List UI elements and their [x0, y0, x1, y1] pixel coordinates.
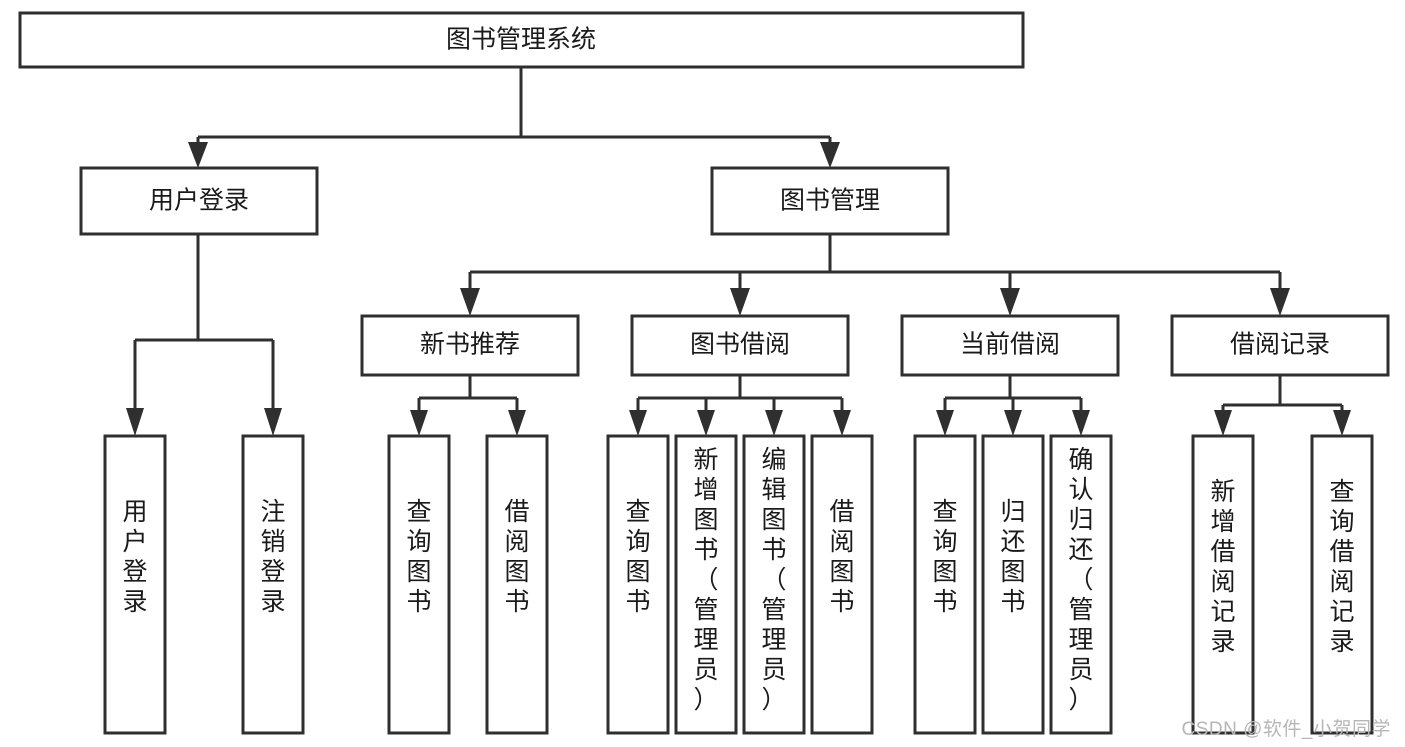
node-book-borrow-box[interactable] — [630, 314, 850, 377]
arrow-head-leaf-logout-login — [264, 408, 282, 436]
node-root-system[interactable]: 图书管理系统 — [18, 11, 1025, 69]
node-leaf-query-book-current-label: 查询图书 — [932, 498, 957, 616]
node-leaf-borrow-book-label: 借阅图书 — [829, 498, 854, 616]
node-leaf-query-book-recommend-box[interactable] — [387, 434, 451, 735]
arrow-head-leaf-user-login — [126, 408, 144, 436]
node-leaf-add-borrow-record-label: 新增借阅记录 — [1210, 478, 1235, 656]
node-leaf-borrow-book-box[interactable] — [810, 434, 874, 735]
node-new-book-recommend[interactable]: 新书推荐 — [360, 314, 580, 377]
node-leaf-add-book-admin-box[interactable] — [674, 434, 738, 735]
node-leaf-borrow-book-recommend-box[interactable] — [485, 434, 549, 735]
node-user-login-label: 用户登录 — [149, 187, 249, 215]
csdn-watermark: CSDN @软件_小贺同学 — [1181, 719, 1391, 740]
node-book-borrow-label: 图书借阅 — [690, 331, 790, 359]
node-leaf-logout-login[interactable]: 注销登录 — [241, 434, 305, 735]
node-root-box[interactable] — [18, 11, 1025, 69]
node-current-borrow-label: 当前借阅 — [960, 331, 1060, 359]
node-leaf-edit-book-admin-box[interactable] — [742, 434, 806, 735]
node-leaf-borrow-book-recommend[interactable]: 借阅图书 — [485, 434, 549, 735]
node-leaf-query-book-borrow-box[interactable] — [606, 434, 670, 735]
arrow-head-leaf-query-book-borrow — [629, 410, 647, 436]
node-leaf-user-login-box[interactable] — [103, 434, 167, 735]
node-leaf-logout-login-box[interactable] — [241, 434, 305, 735]
node-leaf-query-book-recommend-label: 查询图书 — [406, 498, 431, 616]
node-new-book-recommend-box[interactable] — [360, 314, 580, 377]
node-leaf-user-login[interactable]: 用户登录 — [103, 434, 167, 735]
arrow-head-book-borrow — [730, 288, 750, 316]
node-leaf-return-book[interactable]: 归还图书 — [981, 434, 1045, 735]
node-leaf-query-book-current[interactable]: 查询图书 — [913, 434, 977, 735]
node-leaf-add-book-admin[interactable]: 新增图书（管理员） — [674, 434, 738, 735]
connector-layer — [126, 67, 1351, 436]
arrow-head-leaf-query-book-current — [936, 410, 954, 436]
node-leaf-confirm-return-admin[interactable]: 确认归还（管理员） — [1049, 434, 1113, 735]
node-leaf-confirm-return-admin-label: 确认归还（管理员） — [1068, 446, 1093, 714]
node-current-borrow-box[interactable] — [900, 314, 1120, 377]
node-root-label: 图书管理系统 — [446, 26, 596, 54]
node-leaf-query-borrow-record-label: 查询借阅记录 — [1329, 478, 1354, 656]
node-leaf-query-book-borrow-label: 查询图书 — [625, 498, 650, 616]
node-leaf-borrow-book[interactable]: 借阅图书 — [810, 434, 874, 735]
arrow-head-user-login — [188, 142, 208, 168]
node-book-management-box[interactable] — [710, 166, 950, 236]
arrow-head-leaf-query-book-recommend — [410, 410, 428, 436]
node-user-login-box[interactable] — [79, 166, 319, 236]
node-new-book-recommend-label: 新书推荐 — [420, 331, 520, 359]
node-leaf-edit-book-admin-label: 编辑图书（管理员） — [761, 446, 786, 714]
node-leaf-edit-book-admin[interactable]: 编辑图书（管理员） — [742, 434, 806, 735]
node-book-management-label: 图书管理 — [780, 187, 880, 215]
arrow-head-leaf-borrow-book — [833, 410, 851, 436]
arrow-head-leaf-edit-book-admin — [765, 410, 783, 436]
node-leaf-query-book-recommend[interactable]: 查询图书 — [387, 434, 451, 735]
node-leaf-user-login-label: 用户登录 — [122, 498, 147, 616]
node-current-borrow[interactable]: 当前借阅 — [900, 314, 1120, 377]
node-leaf-add-borrow-record-box[interactable] — [1191, 434, 1255, 735]
node-leaf-return-book-label: 归还图书 — [1000, 498, 1025, 616]
node-borrow-record-label: 借阅记录 — [1230, 331, 1330, 359]
node-borrow-record-box[interactable] — [1170, 314, 1390, 377]
arrow-head-leaf-query-borrow-record — [1333, 410, 1351, 436]
node-leaf-borrow-book-recommend-label: 借阅图书 — [504, 498, 529, 616]
node-leaf-query-book-current-box[interactable] — [913, 434, 977, 735]
arrow-head-leaf-add-book-admin — [697, 410, 715, 436]
arrow-head-leaf-borrow-book-recommend — [508, 410, 526, 436]
node-user-login[interactable]: 用户登录 — [79, 166, 319, 236]
node-leaf-add-book-admin-label: 新增图书（管理员） — [693, 446, 718, 714]
arrow-head-new-book-recommend — [460, 288, 480, 316]
arrow-head-borrow-record — [1270, 288, 1290, 316]
node-leaf-return-book-box[interactable] — [981, 434, 1045, 735]
node-leaf-query-borrow-record[interactable]: 查询借阅记录 — [1310, 434, 1374, 735]
arrow-head-leaf-add-borrow-record — [1214, 410, 1232, 436]
arrow-head-book-management — [820, 142, 840, 168]
node-book-management[interactable]: 图书管理 — [710, 166, 950, 236]
node-leaf-query-borrow-record-box[interactable] — [1310, 434, 1374, 735]
node-leaf-add-borrow-record[interactable]: 新增借阅记录 — [1191, 434, 1255, 735]
node-leaf-query-book-borrow[interactable]: 查询图书 — [606, 434, 670, 735]
arrow-head-leaf-confirm-return-admin — [1072, 410, 1090, 436]
arrow-head-leaf-return-book — [1004, 410, 1022, 436]
arrow-head-current-borrow — [1000, 288, 1020, 316]
node-borrow-record[interactable]: 借阅记录 — [1170, 314, 1390, 377]
node-leaf-confirm-return-admin-box[interactable] — [1049, 434, 1113, 735]
node-leaf-logout-login-label: 注销登录 — [260, 498, 285, 616]
node-book-borrow[interactable]: 图书借阅 — [630, 314, 850, 377]
